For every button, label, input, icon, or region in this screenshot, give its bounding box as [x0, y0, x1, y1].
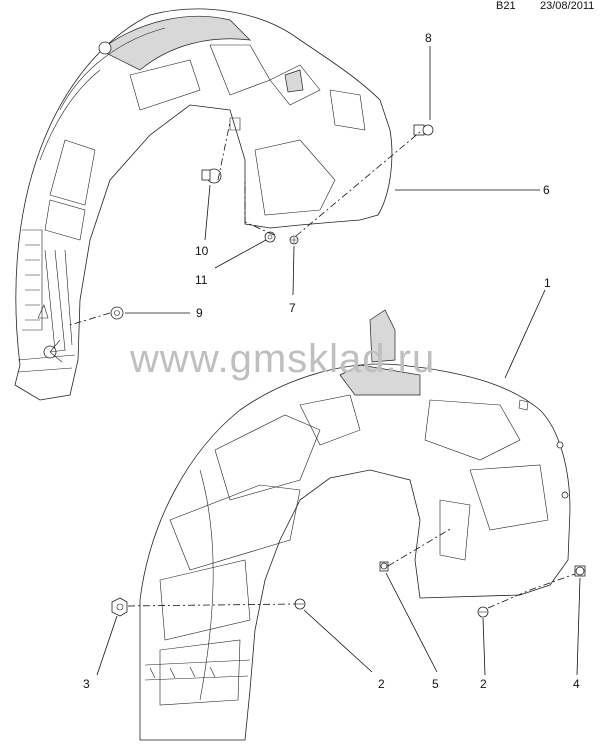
callout-7: 7 — [289, 301, 296, 315]
screw-2-right — [477, 606, 489, 618]
screw-7 — [289, 235, 299, 245]
watermark-text: www.gmsklad.ru — [129, 337, 435, 381]
screw-2-left — [294, 598, 306, 610]
callout-9: 9 — [196, 306, 203, 320]
clip-5 — [379, 561, 389, 572]
clip-4 — [574, 565, 586, 577]
nut-3 — [111, 597, 128, 617]
assembly-lines — [69, 121, 576, 609]
callout-1: 1 — [544, 276, 551, 290]
nut-9 — [110, 306, 124, 320]
callout-5: 5 — [432, 677, 439, 691]
lower-wheelhouse-liner — [139, 309, 571, 741]
callout-2-right: 2 — [480, 677, 487, 691]
callout-2-left: 2 — [378, 677, 385, 691]
clip-8 — [413, 124, 434, 136]
callout-10: 10 — [195, 244, 209, 258]
leader-lines — [96, 46, 581, 676]
callout-11: 11 — [195, 273, 208, 287]
callout-3: 3 — [83, 677, 90, 691]
diagram-code: B21 — [496, 0, 516, 12]
upper-wheelhouse-liner — [14, 8, 393, 401]
callout-4: 4 — [573, 677, 580, 691]
callout-6: 6 — [543, 183, 550, 197]
clip-10 — [201, 168, 222, 184]
diagram-date: 23/08/2011 — [540, 0, 595, 12]
callout-8: 8 — [425, 31, 432, 45]
